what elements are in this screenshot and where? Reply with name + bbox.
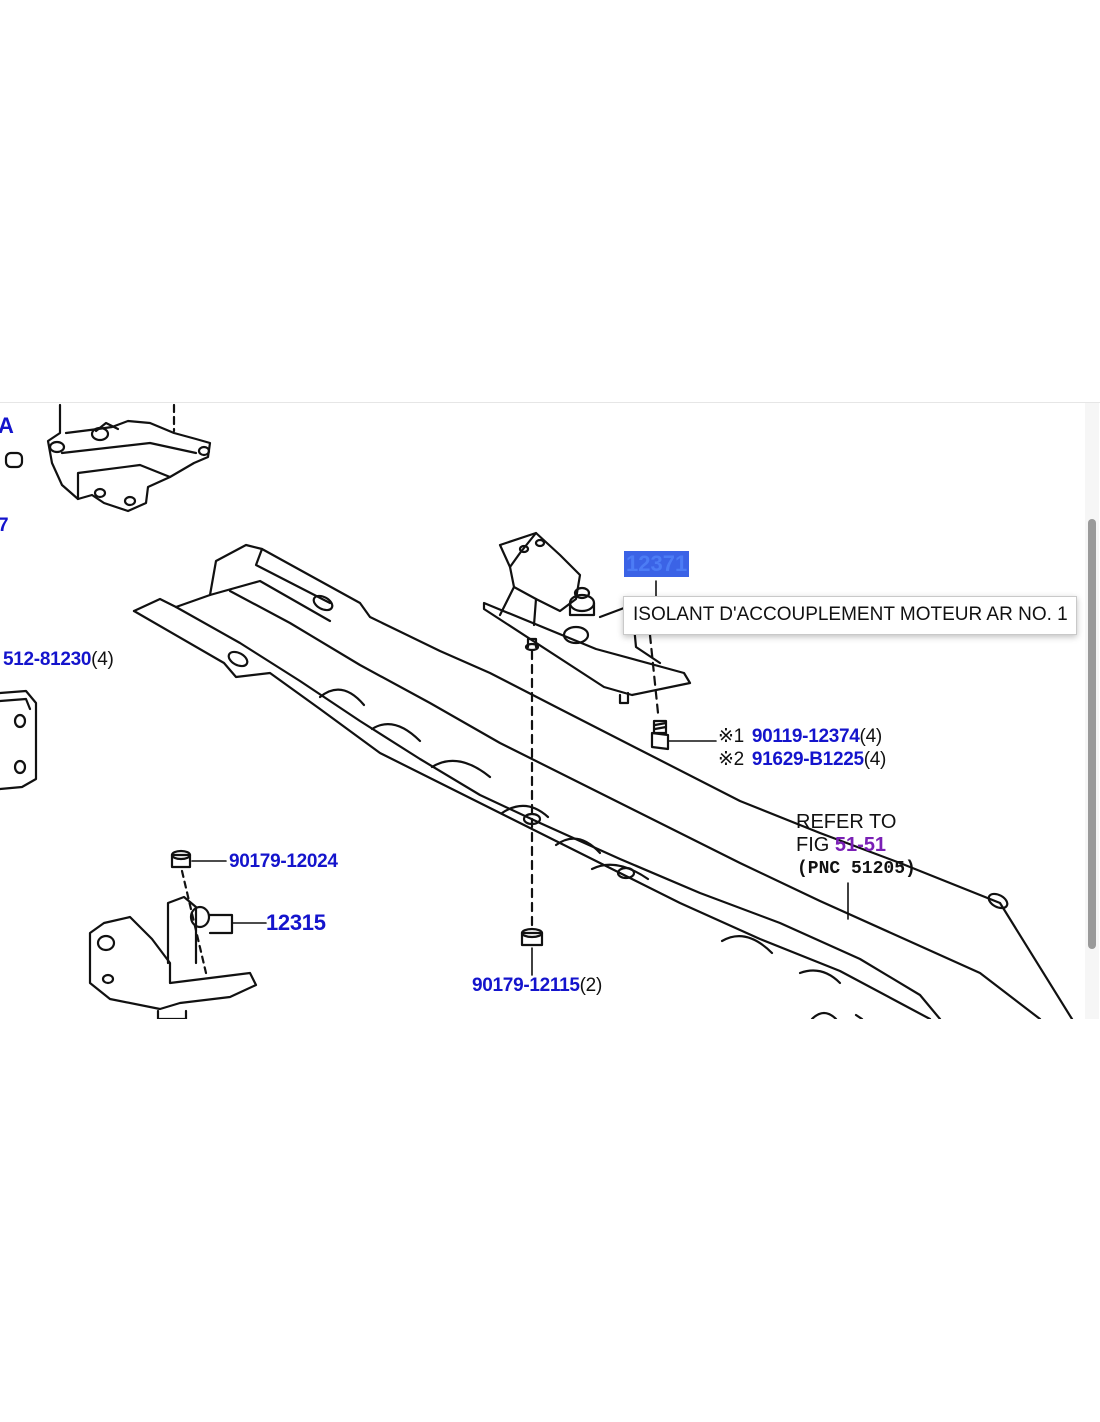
part-link-90119-12374[interactable]: ※1 90119-12374(4) <box>718 725 882 748</box>
part-qty: (2) <box>579 975 603 996</box>
part-link-12315[interactable]: 12315 <box>266 910 326 935</box>
part-number: 512-81230 <box>3 649 92 670</box>
part-name-tooltip: ISOLANT D'ACCOUPLEMENT MOTEUR AR NO. 1 <box>623 596 1077 635</box>
part-qty: (4) <box>859 726 883 747</box>
part-qty: (4) <box>863 749 887 770</box>
scrollbar-thumb[interactable] <box>1088 519 1096 949</box>
frame-rail-drawing <box>132 543 1074 1019</box>
part-qty: (4) <box>91 649 114 670</box>
part-number: 90179-12115 <box>472 975 580 996</box>
part-link-90179-12024[interactable]: 90179-12024 <box>229 851 338 872</box>
part-number: 91629-B1225 <box>751 749 864 770</box>
refer-fig-line: FIG 51-51 <box>796 834 886 857</box>
note-mark-2: ※2 <box>718 749 744 770</box>
part-number: 90119-12374 <box>751 726 860 747</box>
fig-link-51-51[interactable]: 51-51 <box>834 834 887 856</box>
diagram-viewer[interactable]: A 7 512-81230(4) 90179-12024 12315 90179… <box>0 402 1100 1019</box>
part-link-91629-b1225[interactable]: ※2 91629-B1225(4) <box>718 748 886 771</box>
selected-part-link-12371[interactable]: 12371 <box>624 551 690 577</box>
edge-label-digit: 7 <box>0 515 9 537</box>
fig-prefix: FIG <box>796 834 830 856</box>
note-mark-1: ※1 <box>718 726 744 747</box>
assembly-lines <box>180 633 660 975</box>
part-link-512-81230[interactable]: 512-81230(4) <box>3 649 114 671</box>
upper-bracket-drawing <box>4 403 212 513</box>
refer-to-text: REFER TO <box>796 811 897 833</box>
parts-diagram <box>0 403 1074 1019</box>
fasteners-drawing <box>156 719 670 1019</box>
edge-label-a: A <box>0 413 14 439</box>
vertical-scrollbar[interactable] <box>1085 403 1099 1019</box>
left-block-drawing <box>0 689 38 791</box>
pnc-reference: (PNC 51205) <box>797 859 916 879</box>
lower-bracket-drawing <box>88 895 258 1011</box>
part-link-90179-12115[interactable]: 90179-12115(2) <box>472 975 602 997</box>
